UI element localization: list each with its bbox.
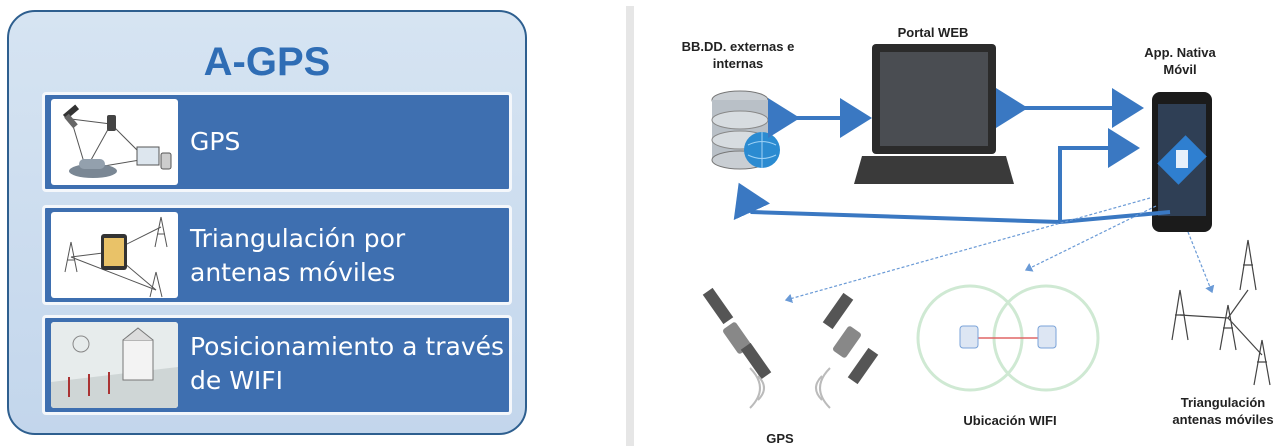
architecture-diagram: BB.DD. externas e internas Portal WEB Ap… (640, 0, 1281, 447)
gps-diagram-label: GPS (766, 431, 794, 446)
database-icon (711, 90, 780, 170)
tablet-antennas-icon (51, 212, 178, 298)
triangulation-row: Triangulación por antenas móviles (42, 205, 512, 305)
gps-label: GPS (190, 127, 241, 156)
panel-title: A-GPS (203, 40, 331, 84)
antenna-towers-icon (1171, 239, 1271, 386)
portal-label: Portal WEB (897, 25, 969, 40)
signal-waves-icon (749, 367, 831, 409)
laptop-icon (854, 44, 1014, 184)
gps-row: GPS (42, 92, 512, 192)
wifi-label: Posicionamiento a través de WIFI (190, 332, 505, 395)
wifi-building-icon (51, 322, 178, 408)
satellite-icon-right (822, 292, 879, 385)
triangulation-label: Triangulación por antenas móviles (190, 224, 406, 287)
databases-label: BB.DD. externas e internas (681, 39, 795, 71)
wifi-coverage-icon (916, 284, 1100, 392)
wifi-diagram-label: Ubicación WIFI (963, 413, 1057, 428)
divider (626, 6, 634, 446)
satellite-icon-left (702, 287, 772, 380)
app-label: App. Nativa Móvil (1144, 45, 1216, 77)
triangulation-diagram-label: Triangulación antenas móviles (1172, 395, 1274, 427)
phone-icon (1152, 92, 1212, 232)
agps-panel: A-GPS GPS (7, 10, 527, 435)
wifi-row: Posicionamiento a través de WIFI (42, 315, 512, 415)
satellite-car-devices-icon (51, 99, 178, 185)
